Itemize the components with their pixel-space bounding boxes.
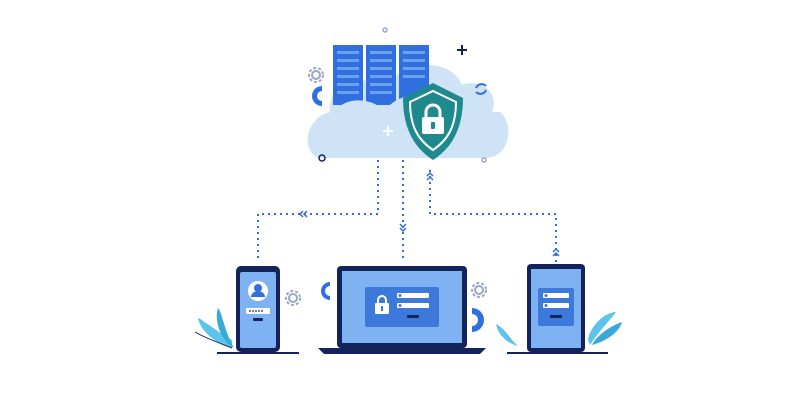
dot-icon: [481, 157, 487, 163]
gear-icon: [472, 308, 484, 332]
connection-line-phone: [257, 160, 379, 262]
phone-shelf: [217, 352, 299, 354]
padlock-icon: [375, 295, 389, 314]
phone-icon: [236, 266, 280, 352]
gear-icon: [285, 290, 301, 306]
dot-icon: [318, 154, 326, 162]
plus-icon: [457, 45, 467, 55]
server-rack-icon: [333, 45, 429, 105]
tablet-shelf: [507, 352, 608, 354]
gear-icon: [312, 86, 322, 106]
connection-lines: [257, 160, 557, 262]
tablet-icon: [527, 264, 585, 352]
shield-lock-icon: [403, 83, 463, 160]
gear-icon: [321, 282, 330, 300]
gear-icon: [471, 282, 487, 298]
dot-icon: [382, 27, 388, 33]
arrow-chevron-icon: [298, 171, 560, 257]
laptop-icon: [318, 266, 486, 354]
sync-icon: [475, 83, 487, 95]
leaf-icon: [194, 308, 234, 349]
connection-line-tablet: [429, 170, 557, 262]
plus-icon: [383, 126, 393, 136]
gear-icon: [308, 67, 324, 83]
leaf-icon: [496, 312, 622, 346]
